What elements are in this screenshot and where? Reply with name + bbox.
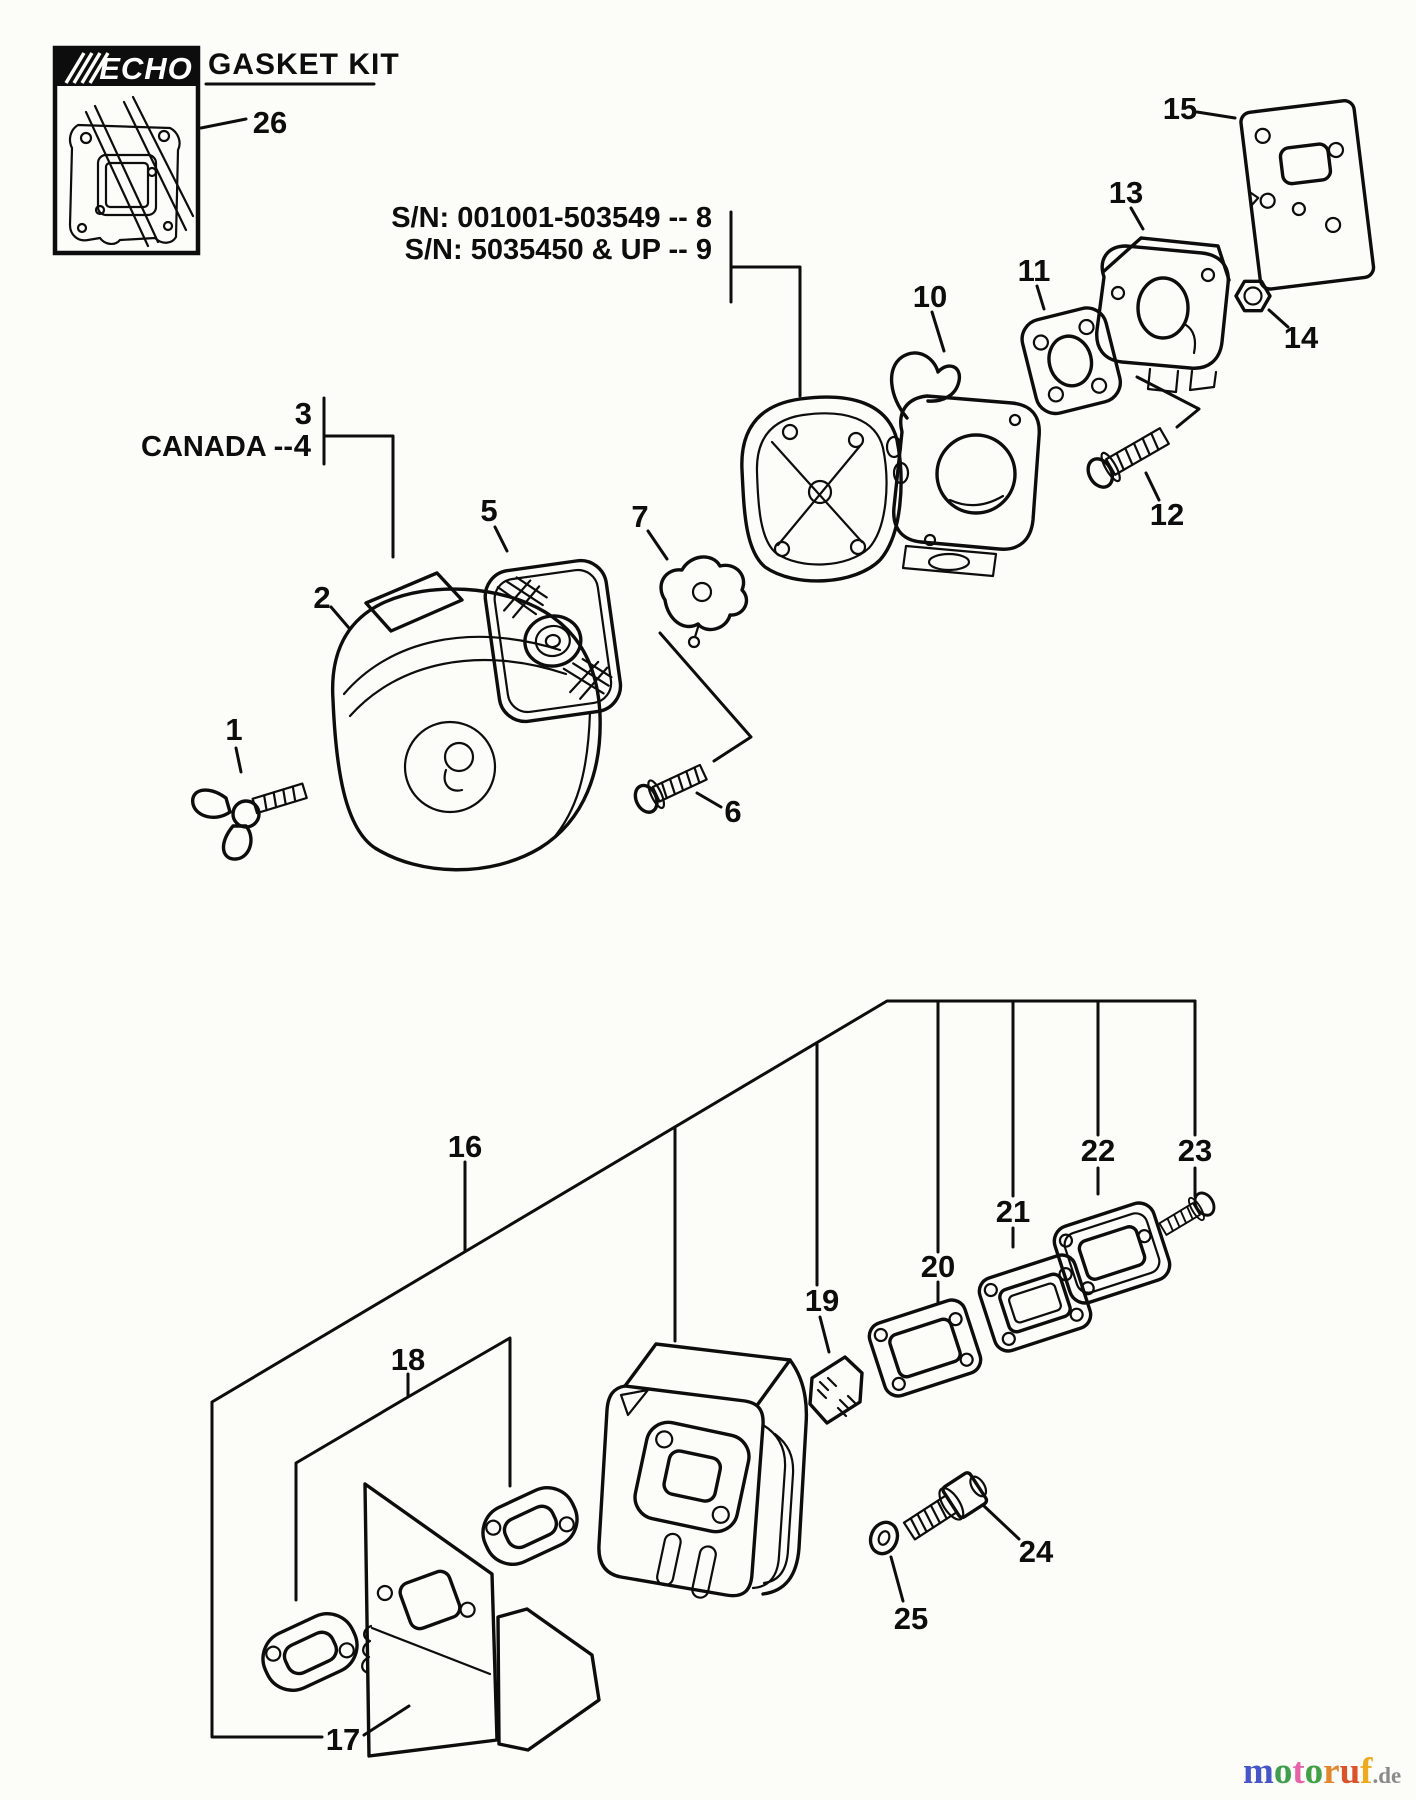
callout-11: 11	[1018, 253, 1051, 311]
part-23-flange-bolt	[1158, 1191, 1216, 1236]
watermark-letter: t	[1292, 1751, 1305, 1792]
part-11-carb-gasket	[1020, 306, 1123, 416]
callout-20: 20	[921, 999, 955, 1305]
watermark-letter: m	[1243, 1751, 1274, 1792]
part-10-carburetor	[885, 351, 1041, 578]
part-17-bracket-plate	[361, 1482, 499, 1758]
assembly-bracket-lines	[210, 999, 1197, 1739]
svg-text:7: 7	[631, 499, 648, 534]
svg-text:14: 14	[1284, 320, 1319, 355]
callout-4: 4	[294, 428, 312, 463]
svg-text:25: 25	[894, 1601, 928, 1636]
callout-3: 3	[295, 396, 312, 431]
callout-17: 17	[326, 1704, 411, 1757]
svg-text:11: 11	[1018, 253, 1051, 288]
part-12-flange-bolt	[1086, 427, 1170, 489]
page-title: GASKET KIT	[208, 48, 400, 81]
leader-zigzag-12	[1135, 375, 1201, 429]
callout-1: 1	[225, 712, 243, 774]
watermark-logo: motoruf.de	[1243, 1751, 1401, 1792]
part-20-gasket	[867, 1298, 983, 1398]
part-6-flange-bolt	[633, 763, 708, 814]
gasket-kit-logo-box: ECHO	[52, 45, 201, 256]
part-1-wing-bolt	[191, 782, 308, 861]
serial-range-2: S/N: 5035450 & UP -- 9	[405, 234, 712, 266]
svg-text:26: 26	[253, 105, 287, 140]
serial-note-bracket-line	[729, 210, 802, 398]
page-title-group: GASKET KIT	[204, 48, 400, 86]
callout-7: 7	[631, 499, 669, 561]
part-22-gasket	[1052, 1201, 1172, 1305]
svg-text:23: 23	[1178, 1133, 1212, 1168]
callout-5: 5	[480, 493, 509, 553]
watermark-letter: u	[1340, 1751, 1361, 1792]
part-16-muffler-body	[597, 1342, 809, 1599]
svg-text:19: 19	[805, 1283, 839, 1318]
muffler-base-shield	[496, 1607, 601, 1752]
part-18-exhaust-gasket-left	[261, 1612, 359, 1692]
serial-range-1: S/N: 001001-503549 -- 8	[391, 202, 712, 234]
echo-logo-stripes-icon	[64, 52, 110, 84]
callout-19: 19	[805, 1041, 839, 1354]
watermark-letter: o	[1274, 1751, 1293, 1792]
callout-26: 26	[199, 105, 287, 140]
screen-hatch	[816, 1376, 858, 1418]
callout-18: 18	[294, 1336, 512, 1602]
callout-21: 21	[996, 999, 1030, 1249]
callout-24: 24	[982, 1504, 1054, 1569]
svg-text:24: 24	[1019, 1534, 1054, 1569]
svg-text:5: 5	[480, 493, 497, 528]
svg-text:18: 18	[391, 1342, 425, 1377]
gasket-kit-drawing	[68, 95, 195, 248]
callout-23: 23	[1178, 999, 1212, 1198]
callout-2: 2	[313, 580, 351, 630]
callout-12: 12	[1144, 471, 1184, 532]
watermark-suffix: .de	[1373, 1763, 1402, 1788]
part-3-4-cleaner-lid	[364, 571, 464, 633]
part-24-socket-bolt	[902, 1471, 989, 1541]
part-5-air-filter	[483, 558, 623, 724]
svg-text:2: 2	[313, 580, 330, 615]
echo-logo-text: ECHO	[99, 51, 193, 86]
svg-text:6: 6	[724, 794, 741, 829]
callout-22: 22	[1081, 999, 1115, 1196]
part-2-air-cleaner-cover	[330, 587, 602, 872]
watermark-letter: f	[1360, 1751, 1373, 1792]
svg-text:22: 22	[1081, 1133, 1115, 1168]
part-13-insulator	[1095, 236, 1231, 394]
leader-zigzag-7	[658, 631, 753, 763]
part-19-screen	[808, 1355, 864, 1425]
callout-14: 14	[1267, 308, 1319, 355]
part-21-gasket	[977, 1253, 1093, 1353]
part-8-9-air-cleaner-plate	[740, 395, 903, 583]
svg-text:13: 13	[1109, 175, 1143, 210]
part-25-washer	[868, 1520, 900, 1556]
part-7-choke-knob	[659, 555, 749, 649]
callout-6: 6	[695, 791, 742, 829]
svg-text:15: 15	[1163, 91, 1197, 126]
svg-text:1: 1	[225, 712, 242, 747]
canada-note: 3 CANADA -- 4	[141, 396, 395, 559]
callout-13: 13	[1109, 175, 1145, 231]
serial-number-note: S/N: 001001-503549 -- 8 S/N: 5035450 & U…	[391, 202, 802, 398]
svg-text:20: 20	[921, 1249, 955, 1284]
watermark-letter: r	[1323, 1751, 1339, 1792]
svg-text:21: 21	[996, 1194, 1030, 1229]
part-18-exhaust-gasket-right	[481, 1486, 579, 1566]
callout-16: 16	[448, 1129, 482, 1253]
callout-25: 25	[889, 1555, 928, 1636]
svg-text:17: 17	[326, 1722, 360, 1757]
svg-text:16: 16	[448, 1129, 482, 1164]
callout-10: 10	[913, 279, 947, 353]
canada-label: CANADA --	[141, 431, 293, 463]
svg-text:10: 10	[913, 279, 947, 314]
watermark-letter: o	[1305, 1751, 1324, 1792]
svg-text:12: 12	[1150, 497, 1184, 532]
callout-15: 15	[1163, 91, 1237, 126]
filter-mesh-hatch	[496, 576, 613, 700]
part-15-gasket-plate	[1239, 99, 1376, 291]
canada-note-bracket-line	[322, 396, 395, 559]
bracket-spring-squiggle	[361, 1624, 373, 1675]
